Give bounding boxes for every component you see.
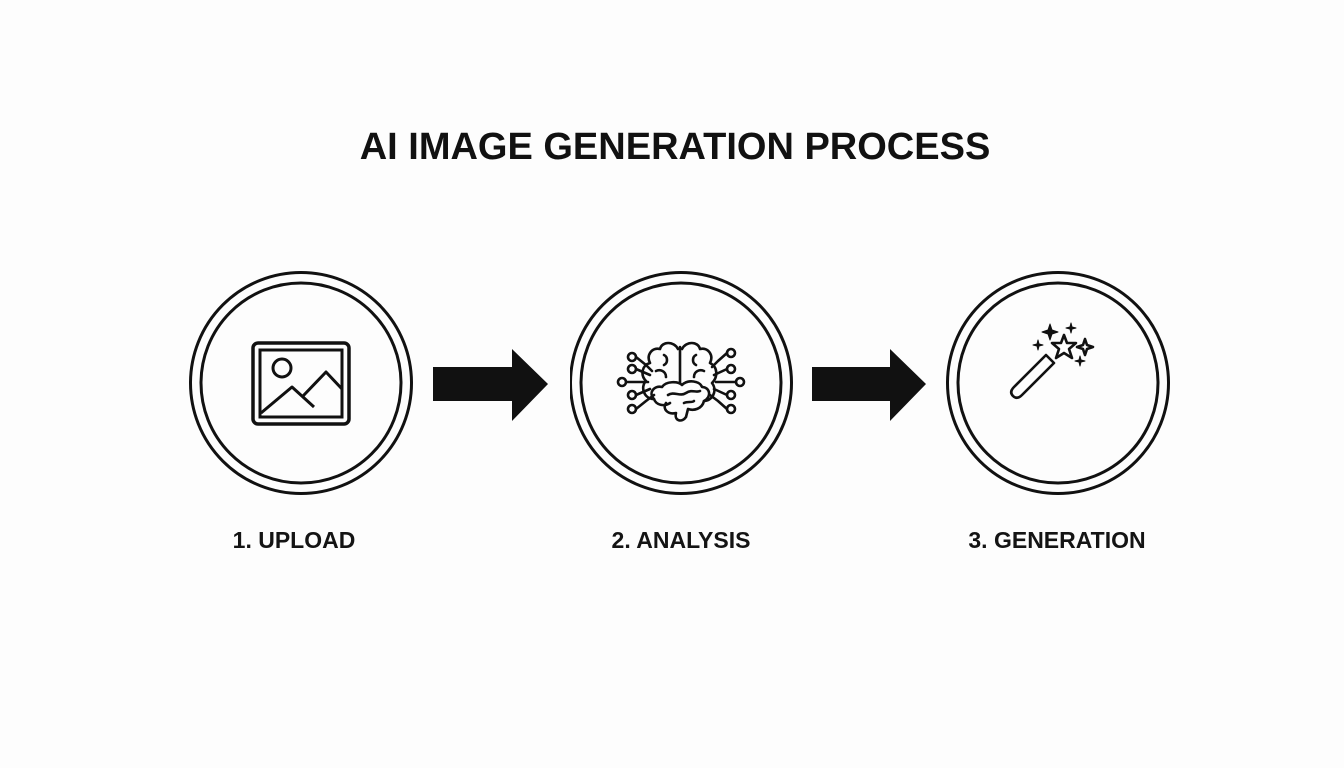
step-1-circle xyxy=(189,271,413,495)
arrow-right-icon xyxy=(432,347,552,423)
step-1-label: 1. UPLOAD xyxy=(232,527,356,553)
diagram-title: AI IMAGE GENERATION PROCESS xyxy=(359,126,991,168)
step-2-label: 2. ANALYSIS xyxy=(611,527,751,553)
step-2-circle xyxy=(570,271,794,495)
step-3-circle xyxy=(946,271,1170,495)
magic-wand-icon xyxy=(1009,322,1095,400)
brain-circuit-icon xyxy=(616,341,746,422)
arrow-right-icon xyxy=(811,347,931,423)
step-3-label: 3. GENERATION xyxy=(968,527,1146,553)
image-icon xyxy=(251,341,351,426)
